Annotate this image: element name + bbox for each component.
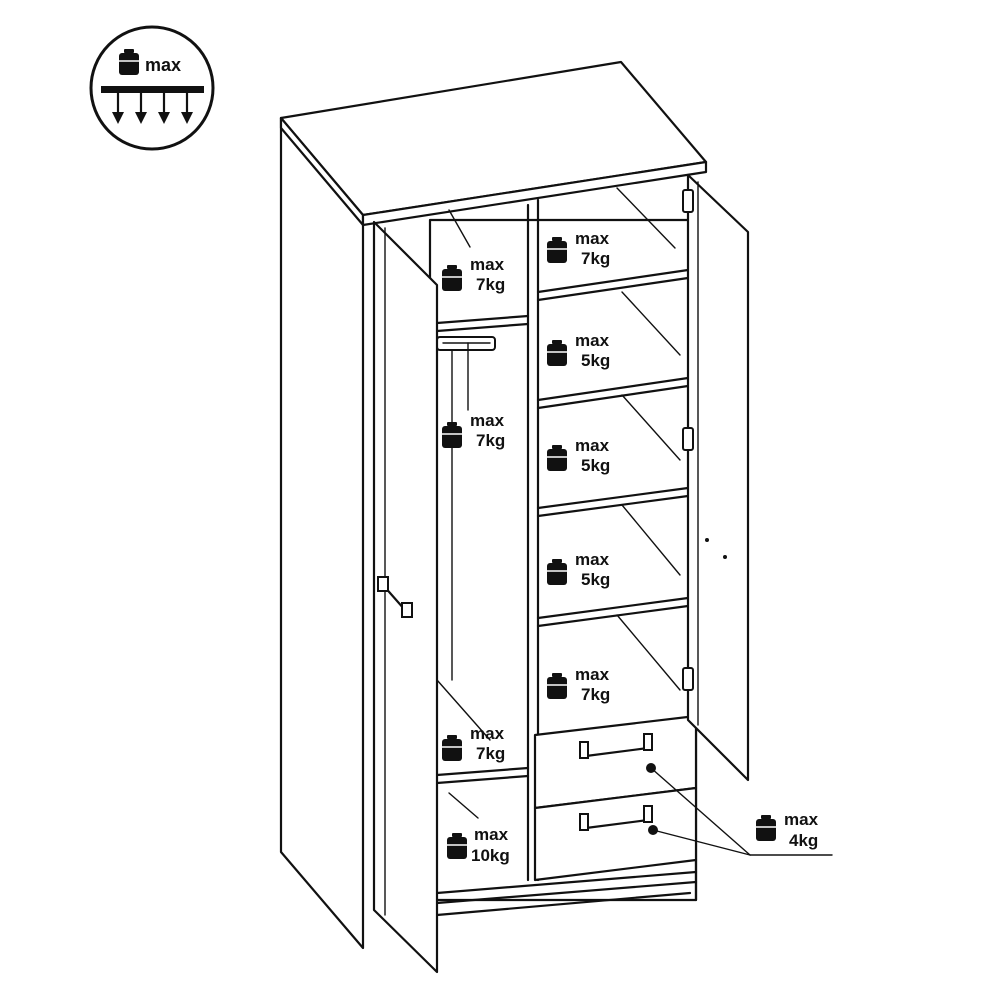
load-label-hanging-rail: max 7kg (441, 411, 505, 450)
svg-text:max: max (575, 229, 610, 248)
legend-label: max (145, 55, 181, 75)
load-label-left-top-shelf: max 7kg (441, 255, 505, 294)
svg-text:7kg: 7kg (476, 744, 505, 763)
svg-text:max: max (575, 550, 610, 569)
svg-text:7kg: 7kg (581, 685, 610, 704)
svg-text:max: max (470, 724, 505, 743)
load-arrows-icon (101, 86, 204, 124)
hinge-icon (682, 189, 694, 691)
load-label-left-bottom-shelf: max 7kg (441, 724, 505, 763)
svg-text:max: max (575, 436, 610, 455)
wardrobe-illustration (279, 60, 750, 974)
load-label-right-shelf-2: max 5kg (546, 331, 610, 370)
svg-text:7kg: 7kg (581, 249, 610, 268)
svg-text:max: max (575, 665, 610, 684)
load-label-drawers: max 4kg (650, 767, 833, 856)
svg-text:7kg: 7kg (476, 431, 505, 450)
max-load-legend: max (89, 25, 215, 151)
load-label-right-shelf-5: max 7kg (546, 665, 610, 704)
svg-text:5kg: 5kg (581, 351, 610, 370)
svg-text:max: max (470, 411, 505, 430)
svg-text:5kg: 5kg (581, 570, 610, 589)
drawer-handle-icon (579, 805, 653, 831)
load-label-left-floor: max 10kg (446, 825, 510, 865)
svg-text:7kg: 7kg (476, 275, 505, 294)
door-handle-icon (377, 576, 413, 618)
hanging-rail-icon (436, 336, 496, 411)
load-label-right-shelf-1: max 7kg (546, 229, 610, 268)
drawer-handle-icon (579, 733, 653, 759)
svg-text:5kg: 5kg (581, 456, 610, 475)
svg-text:max: max (470, 255, 505, 274)
svg-text:max: max (474, 825, 509, 844)
load-label-right-shelf-3: max 5kg (546, 436, 610, 475)
svg-text:max: max (784, 810, 819, 829)
load-label-right-shelf-4: max 5kg (546, 550, 610, 589)
svg-text:4kg: 4kg (789, 831, 818, 850)
svg-text:10kg: 10kg (471, 846, 510, 865)
svg-text:max: max (575, 331, 610, 350)
weight-icon (755, 814, 777, 842)
